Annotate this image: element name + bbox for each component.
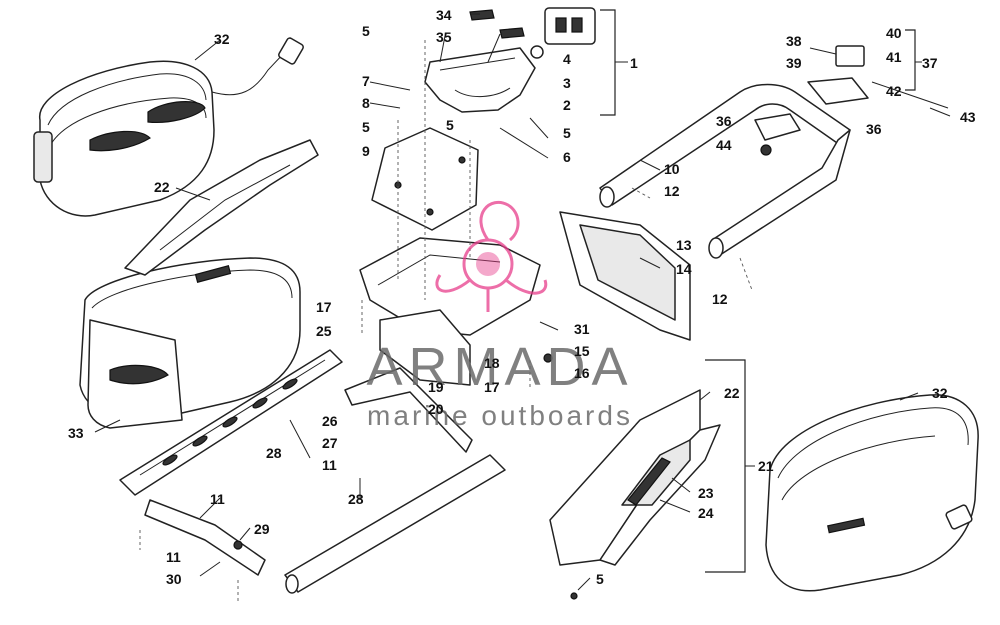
assembly-lines xyxy=(139,40,753,602)
leader-lines xyxy=(94,9,951,591)
callout-11a: 11 xyxy=(322,457,337,473)
callout-17b: 17 xyxy=(484,379,500,395)
callout-17a: 17 xyxy=(316,299,332,315)
rack-rail-right xyxy=(284,454,506,594)
callout-8: 8 xyxy=(362,95,370,111)
callout-3: 3 xyxy=(563,75,571,91)
callout-2: 2 xyxy=(563,97,571,113)
rack-crossbar xyxy=(144,367,473,576)
callout-1: 1 xyxy=(630,55,638,71)
watermark-brand: ARMADA xyxy=(366,337,633,397)
callout-25: 25 xyxy=(316,323,332,339)
side-panel-14 xyxy=(559,211,691,341)
callout-20: 20 xyxy=(428,401,444,417)
callout-39: 39 xyxy=(786,55,802,71)
callout-12a: 12 xyxy=(664,183,680,199)
saddlebag-right xyxy=(765,394,979,592)
callout-9: 9 xyxy=(362,143,370,159)
callout-28a: 28 xyxy=(266,445,282,461)
callout-31: 31 xyxy=(574,321,590,337)
callout-18: 18 xyxy=(484,355,500,371)
callout-5c: 5 xyxy=(446,117,454,133)
callout-19: 19 xyxy=(428,379,444,395)
saddlebag-upper-left xyxy=(33,37,304,217)
callout-35: 35 xyxy=(436,29,452,45)
callout-labels: 34 35 5 7 8 5 9 5 4 3 2 1 5 6 32 22 38 3… xyxy=(68,7,976,587)
armada-logo xyxy=(435,201,548,312)
callout-37: 37 xyxy=(922,55,938,71)
watermark-subtitle: marine outboards xyxy=(367,400,633,431)
callout-16: 16 xyxy=(574,365,590,381)
callout-26: 26 xyxy=(322,413,338,429)
callout-44: 44 xyxy=(716,137,732,153)
callout-27: 27 xyxy=(322,435,338,451)
rear-trim-22 xyxy=(124,139,319,276)
callout-30: 30 xyxy=(166,571,182,587)
callout-40: 40 xyxy=(886,25,902,41)
side-cover-assembly xyxy=(549,389,721,600)
callout-29: 29 xyxy=(254,521,270,537)
callout-36b: 36 xyxy=(866,121,882,137)
rack-rail-left xyxy=(119,349,343,496)
callout-41: 41 xyxy=(886,49,902,65)
callout-33: 33 xyxy=(68,425,84,441)
callout-32b: 32 xyxy=(932,385,948,401)
callout-11b: 11 xyxy=(210,491,225,507)
callout-43: 43 xyxy=(960,109,976,125)
callout-21: 21 xyxy=(758,458,774,474)
callout-36a: 36 xyxy=(716,113,732,129)
callout-32a: 32 xyxy=(214,31,230,47)
callout-5b: 5 xyxy=(362,119,370,135)
callout-4: 4 xyxy=(563,51,571,67)
rear-fender xyxy=(359,237,553,386)
callout-38: 38 xyxy=(786,33,802,49)
saddlebag-left xyxy=(79,257,301,429)
callout-5a: 5 xyxy=(362,23,370,39)
callout-11c: 11 xyxy=(166,549,181,565)
watermark: ARMADA marine outboards xyxy=(366,201,633,431)
callout-23: 23 xyxy=(698,485,714,501)
callout-14: 14 xyxy=(676,261,692,277)
hitch-brackets xyxy=(754,45,949,156)
callout-28b: 28 xyxy=(348,491,364,507)
callout-34a: 34 xyxy=(436,7,452,23)
callout-22b: 22 xyxy=(724,385,740,401)
callout-10: 10 xyxy=(664,161,680,177)
callout-6: 6 xyxy=(563,149,571,165)
callout-15: 15 xyxy=(574,343,590,359)
callout-7: 7 xyxy=(362,73,370,89)
callout-12b: 12 xyxy=(712,291,728,307)
callout-13: 13 xyxy=(676,237,692,253)
callout-5e: 5 xyxy=(596,571,604,587)
grab-handle xyxy=(599,83,851,259)
tail-light-assembly xyxy=(424,7,596,113)
callout-42: 42 xyxy=(886,83,902,99)
callout-5d: 5 xyxy=(563,125,571,141)
callout-24: 24 xyxy=(698,505,714,521)
callout-22a: 22 xyxy=(154,179,170,195)
